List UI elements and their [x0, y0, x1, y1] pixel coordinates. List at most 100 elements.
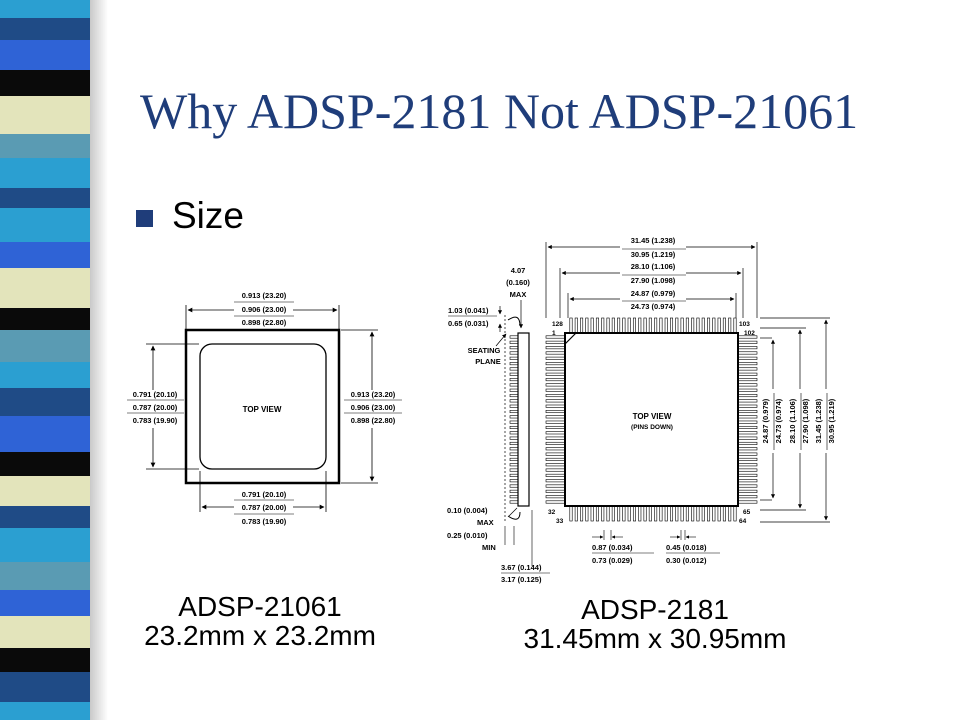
pin-lead — [545, 495, 566, 499]
stripe-block — [0, 648, 90, 672]
pin-lead — [737, 388, 758, 392]
side-lead — [509, 399, 519, 403]
min-height-min: MIN — [482, 543, 496, 552]
adsp21061-lid — [199, 343, 327, 470]
adsp2181-right-dim-2: 24.73 (0.974) — [774, 398, 783, 443]
pin-lead — [737, 484, 758, 488]
pin-number-1: 1 — [552, 330, 556, 337]
pin-lead — [659, 317, 663, 334]
adsp2181-body — [564, 332, 739, 507]
pin-lead — [737, 468, 758, 472]
pin-lead — [574, 317, 578, 334]
side-lead — [509, 436, 519, 440]
stripe-block — [0, 362, 90, 388]
pin-lead — [545, 500, 566, 504]
side-lead — [509, 372, 519, 376]
adsp2181-caption-size: 31.45mm x 30.95mm — [523, 623, 787, 654]
stripe-block — [0, 590, 90, 616]
height-dim-value: 4.07 — [511, 266, 526, 275]
pin-lead — [737, 351, 758, 355]
pin-lead — [737, 473, 758, 477]
pin-lead — [580, 317, 584, 334]
side-lead — [509, 452, 519, 456]
stripe-block — [0, 388, 90, 416]
bullet-square-icon — [136, 210, 153, 227]
stripe-block — [0, 616, 90, 648]
pin-lead — [664, 505, 668, 522]
side-lead — [509, 473, 519, 477]
pin-lead — [622, 505, 626, 522]
pin-lead — [696, 317, 700, 334]
pin-lead — [643, 505, 647, 522]
adsp2181-right-dim-1: 24.87 (0.979) — [761, 398, 770, 443]
pin-lead — [545, 378, 566, 382]
pin-lead — [737, 431, 758, 435]
stripe-block — [0, 0, 90, 18]
side-lead — [509, 410, 519, 414]
pin-lead — [545, 484, 566, 488]
adsp2181-pins-top — [569, 317, 737, 334]
adsp21061-top-dim-max: 0.913 (23.20) — [242, 291, 287, 300]
stripe-block — [0, 188, 90, 208]
adsp21061-bottom-dim-max: 0.791 (20.10) — [242, 490, 287, 499]
adsp2181-right-dim-5: 31.45 (1.238) — [814, 398, 823, 443]
pin-lead — [737, 372, 758, 376]
stripe-block — [0, 506, 90, 528]
pin-lead — [737, 452, 758, 456]
pin-lead — [574, 505, 578, 522]
adsp21061-bottom-dim-min: 0.783 (19.90) — [242, 517, 287, 526]
stripe-block — [0, 268, 90, 308]
stripe-block — [0, 562, 90, 590]
pin-lead — [590, 317, 594, 334]
pin-lead — [545, 399, 566, 403]
adsp2181-pins-left — [545, 335, 566, 504]
adsp2181-pins-bottom — [569, 505, 737, 522]
stripe-block — [0, 70, 90, 96]
seating-plane-label-2: PLANE — [475, 357, 500, 366]
adsp21061-left-dim-nom: 0.787 (20.00) — [133, 403, 178, 412]
stripe-shadow — [90, 0, 108, 720]
stripe-block — [0, 476, 90, 506]
lead-width-max: 0.45 (0.018) — [666, 543, 707, 552]
lead-dim-min: 0.65 (0.031) — [448, 319, 489, 328]
pin-lead — [737, 463, 758, 467]
pin-lead — [701, 317, 705, 334]
lead-width-min: 0.30 (0.012) — [666, 556, 707, 565]
adsp2181-pins-down-label: (PINS DOWN) — [631, 424, 673, 431]
pin-lead — [737, 415, 758, 419]
pin-lead — [654, 505, 658, 522]
pin-lead — [545, 452, 566, 456]
stripe-block — [0, 40, 90, 70]
pin-lead — [717, 317, 721, 334]
adsp21061-top-dim-min: 0.898 (22.80) — [242, 318, 287, 327]
side-lead — [509, 500, 519, 504]
adsp2181-top-dim-4: 27.90 (1.098) — [631, 276, 676, 285]
pin-lead — [685, 505, 689, 522]
stripe-block — [0, 330, 90, 362]
adsp2181-top-dim-3: 28.10 (1.106) — [631, 262, 676, 271]
pin-lead — [675, 505, 679, 522]
pin-lead — [696, 505, 700, 522]
pin-lead — [722, 505, 726, 522]
pin-lead — [707, 505, 711, 522]
pin-lead — [617, 317, 621, 334]
side-lead — [509, 362, 519, 366]
pin-lead — [659, 505, 663, 522]
pin-lead — [580, 505, 584, 522]
adsp2181-right-dim-6: 30.95 (1.219) — [827, 398, 836, 443]
pitch-dim-max: 0.87 (0.034) — [592, 543, 633, 552]
pin-lead — [737, 447, 758, 451]
stripe-block — [0, 134, 90, 158]
pin-lead — [545, 410, 566, 414]
adsp2181-top-dim-5: 24.87 (0.979) — [631, 289, 676, 298]
pin-lead — [632, 317, 636, 334]
adsp21061-drawing: TOP VIEW 0.913 (23.20) 0.906 (23.00) 0.8… — [127, 291, 402, 526]
side-lead — [509, 468, 519, 472]
pin-lead — [643, 317, 647, 334]
pin-lead — [585, 505, 589, 522]
adsp2181-caption-name: ADSP-2181 — [581, 594, 729, 625]
pin-lead — [670, 317, 674, 334]
pin-lead — [737, 362, 758, 366]
min-height-dim: 0.25 (0.010) — [447, 531, 488, 540]
pin-lead — [622, 317, 626, 334]
